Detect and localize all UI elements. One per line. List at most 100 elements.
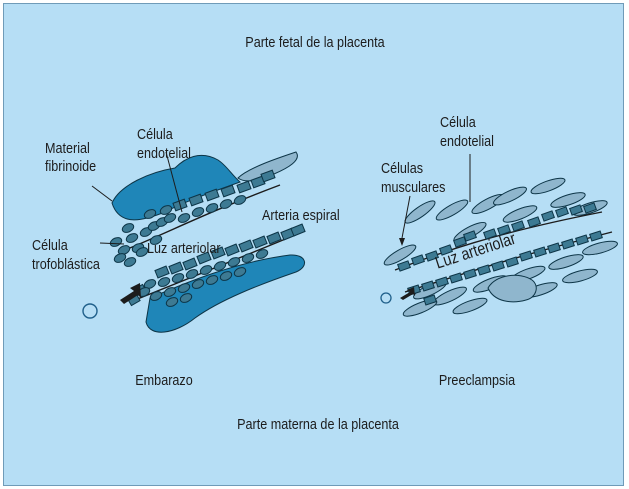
smooth-muscle-cell — [550, 192, 586, 208]
endothelial-cell — [204, 188, 220, 202]
trophoblast-cell — [143, 279, 157, 289]
left-fibrinoid-bottom — [145, 254, 305, 333]
smooth-muscle-cell — [548, 254, 584, 270]
trophoblast-cell — [149, 235, 163, 245]
endothelial-cell — [510, 220, 526, 232]
endothelial-cell — [423, 294, 437, 306]
right-muscle-cells — [383, 177, 618, 317]
smooth-muscle-cell — [582, 240, 618, 256]
endothelial-cell — [266, 231, 282, 245]
trophoblast-cell — [177, 213, 191, 223]
endothelial-cell — [575, 234, 589, 246]
smooth-muscle-cell — [452, 297, 488, 315]
endothelial-cell — [589, 230, 603, 242]
trophoblast-cell — [135, 247, 149, 257]
trophoblast-cell — [205, 203, 219, 213]
endothelial-cell — [290, 223, 306, 237]
label-celula-endotelial-left-2: endotelial — [137, 145, 191, 162]
trophoblast-cell — [163, 213, 177, 223]
right-cells — [396, 202, 603, 306]
smooth-muscle-cell — [435, 199, 469, 221]
smooth-muscle-cell — [502, 205, 538, 223]
smooth-muscle-cell — [404, 200, 436, 224]
endothelial-cell — [168, 261, 184, 275]
trophoblast-cell — [241, 253, 255, 263]
trophoblast-cell — [205, 275, 219, 285]
trophoblast-cell — [157, 277, 171, 287]
trophoblast-cell — [227, 257, 241, 267]
endothelial-cell — [519, 250, 533, 262]
endothelial-cell — [182, 257, 198, 271]
endothelial-cell — [477, 264, 491, 276]
endothelial-cell — [188, 193, 204, 207]
trophoblast-cell — [121, 223, 135, 233]
right-arrow — [400, 287, 415, 300]
endothelial-cell — [435, 276, 449, 288]
label-fetal-part: Parte fetal de la placenta — [245, 34, 385, 51]
label-celula-endotelial-left-1: Célula — [137, 126, 173, 143]
muscle-blob — [487, 274, 537, 303]
label-celula-endotelial-right-1: Célula — [440, 114, 476, 131]
trophoblast-cell — [113, 253, 127, 263]
trophoblast-cell — [163, 287, 177, 297]
trophoblast-cell — [191, 279, 205, 289]
smooth-muscle-cell — [493, 186, 527, 206]
label-arteria-espiral: Arteria espiral — [262, 207, 340, 224]
left-leader-lines — [91, 151, 183, 245]
trophoblast-cell — [159, 205, 173, 215]
trophoblast-cell — [177, 283, 191, 293]
endothelial-cell — [533, 246, 547, 258]
endothelial-cell — [421, 280, 435, 292]
trophoblast-cell — [191, 207, 205, 217]
label-preeclampsia: Preeclampsia — [438, 372, 516, 389]
endothelial-cell — [462, 230, 478, 242]
endothelial-cell — [438, 244, 454, 256]
smooth-muscle-cell — [562, 268, 598, 284]
endothelial-cell — [568, 204, 584, 216]
endothelial-cell — [424, 250, 440, 262]
label-material: Material — [45, 140, 90, 157]
endothelial-cell — [540, 210, 556, 222]
smooth-muscle-cell — [383, 244, 417, 266]
endothelial-cell — [505, 256, 519, 268]
label-luz-arteriolar-left: Luz arteriolar — [147, 240, 221, 257]
diagram-background — [3, 3, 624, 486]
trophoblast-cell — [233, 267, 247, 277]
endothelial-cell — [224, 243, 240, 257]
endothelial-cell — [463, 268, 477, 280]
trophoblast-cell — [179, 293, 193, 303]
trophoblast-cell — [149, 291, 163, 301]
endothelial-cell — [561, 238, 575, 250]
smooth-muscle-cell — [530, 177, 566, 195]
trophoblast-cell — [117, 245, 131, 255]
endothelial-cell — [196, 251, 212, 265]
endothelial-cell — [236, 180, 252, 194]
trophoblast-cell — [109, 237, 123, 247]
trophoblast-cell — [165, 297, 179, 307]
label-celulas-musculares-1: Células — [381, 160, 424, 177]
endothelial-cell — [554, 206, 570, 218]
left-arrow — [120, 283, 141, 304]
right-leader-lines — [399, 154, 471, 246]
trophoblast-cell — [219, 199, 233, 209]
endothelial-cell — [449, 272, 463, 284]
trophoblast-cell — [171, 273, 185, 283]
endothelial-cell — [526, 216, 542, 228]
endothelial-cell — [582, 202, 598, 214]
label-celula-trofoblastica-1: Célula — [32, 237, 68, 254]
endothelial-cell — [496, 224, 512, 236]
trophoblast-cell — [255, 249, 269, 259]
endothelial-cell — [260, 169, 276, 183]
label-celula-trofoblastica-2: trofoblástica — [32, 256, 100, 273]
endothelial-cell — [396, 260, 412, 272]
endothelial-cell — [238, 239, 254, 253]
endothelial-cell — [154, 265, 170, 279]
trophoblast-cell — [233, 195, 247, 205]
trophoblast-cell — [185, 269, 199, 279]
label-celulas-musculares-2: musculares — [381, 179, 446, 196]
trophoblast-cell — [219, 271, 233, 281]
endothelial-cell — [210, 246, 226, 260]
left-circle — [82, 303, 98, 319]
